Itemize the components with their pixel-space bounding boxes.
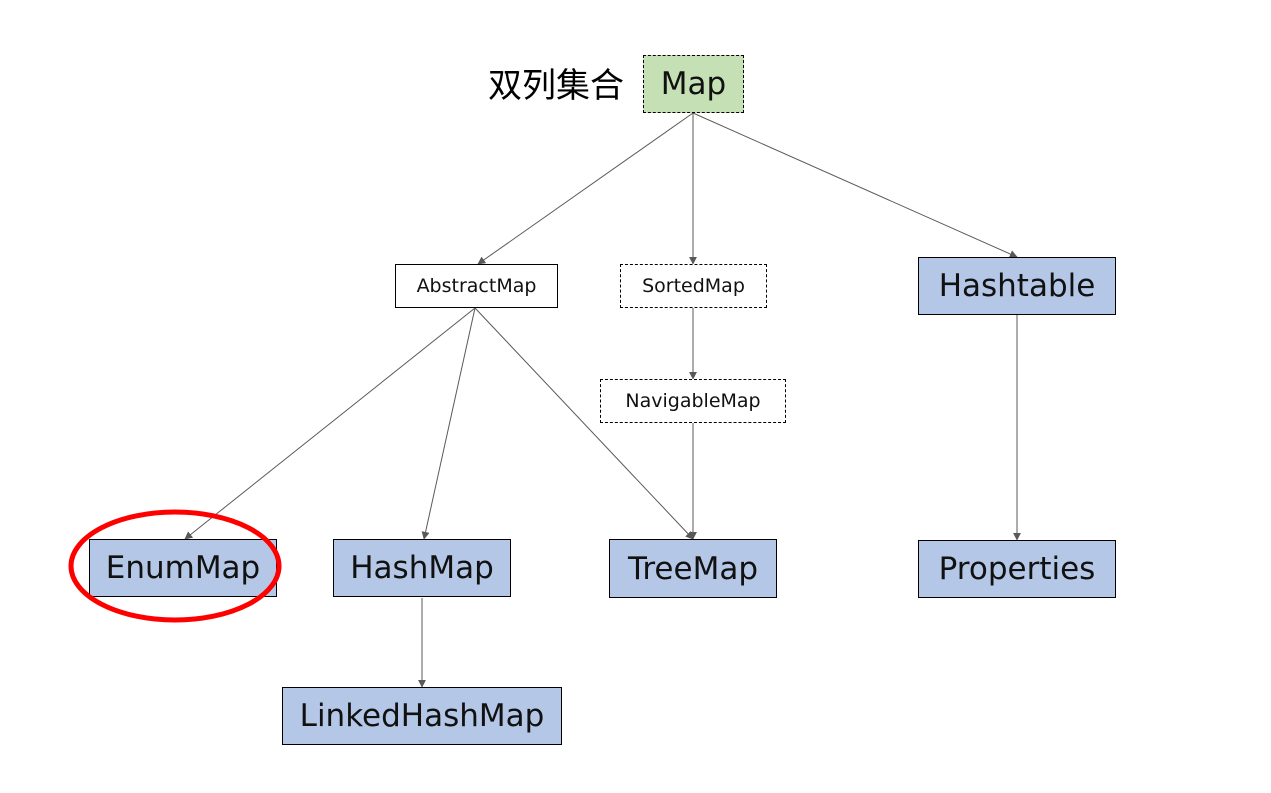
title-label: 双列集合: [488, 66, 624, 106]
edge-abstractmap-treemap: [474, 307, 694, 540]
edge-abstractmap-hashmap: [421, 307, 476, 540]
node-hashtable: Hashtable: [918, 257, 1116, 315]
node-linkedhashmap: LinkedHashMap: [282, 687, 562, 745]
node-navigablemap: NavigableMap: [600, 379, 786, 423]
node-abstractmap: AbstractMap: [395, 264, 558, 308]
edge-abstractmap-enummap: [184, 307, 476, 540]
node-map: Map: [643, 55, 744, 113]
edge-map-hashtable: [692, 112, 1018, 258]
node-sortedmap: SortedMap: [620, 264, 767, 308]
node-hashmap: HashMap: [333, 539, 511, 597]
node-properties: Properties: [918, 540, 1116, 598]
edge-map-abstractmap: [477, 112, 694, 265]
node-enummap: EnumMap: [89, 539, 277, 597]
node-treemap: TreeMap: [609, 539, 777, 598]
